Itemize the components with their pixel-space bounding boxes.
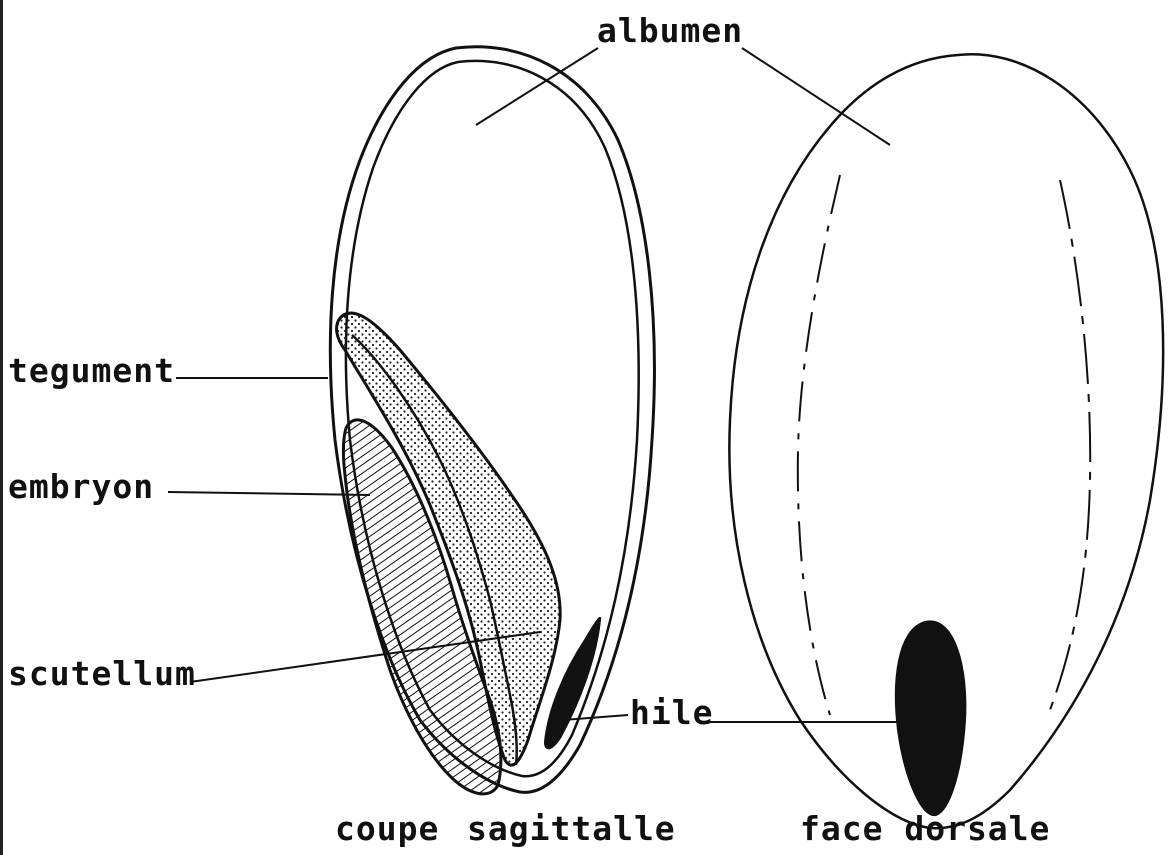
label-albumen: albumen [597, 14, 743, 47]
label-coupe: coupe [335, 812, 439, 845]
label-sagittalle: sagittalle [467, 812, 676, 845]
leader-embryon [168, 492, 370, 495]
label-scutellum: scutellum [8, 657, 196, 690]
section-grain [330, 47, 654, 794]
label-tegument: tegument [8, 354, 175, 387]
dorsal-grain [729, 54, 1163, 828]
label-face-dorsale: face dorsale [800, 812, 1050, 845]
label-embryon: embryon [8, 470, 154, 503]
label-hile: hile [630, 696, 713, 729]
